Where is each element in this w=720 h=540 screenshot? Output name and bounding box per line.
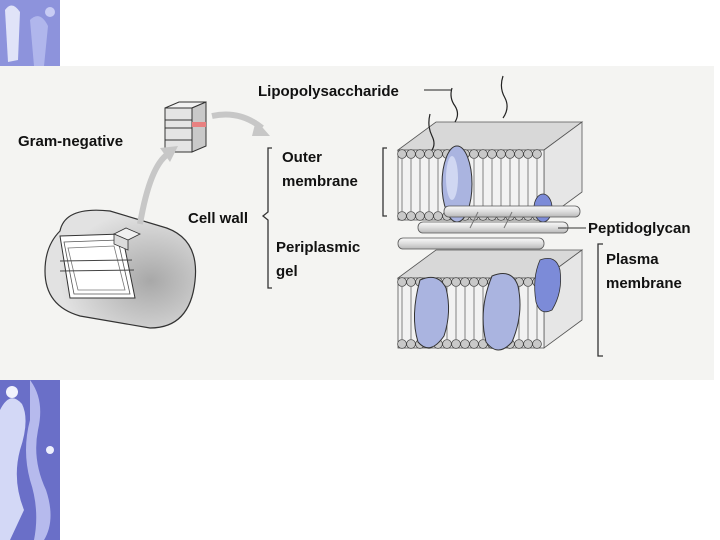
lipid-head (406, 277, 416, 287)
lipopolysaccharide-chain (428, 113, 435, 151)
lipid-head (460, 339, 470, 349)
plasma-membrane-bracket (597, 243, 603, 357)
plasma-membrane-protein (482, 273, 521, 351)
decorative-texture-top (0, 0, 60, 66)
lipid-head (406, 211, 416, 221)
lipid-head (469, 149, 479, 159)
lipid-head (406, 339, 416, 349)
decorative-texture-bottom (0, 380, 60, 540)
lipid-head (433, 149, 443, 159)
lipid-head (397, 211, 407, 221)
lipid-head (514, 149, 524, 159)
zoom-arrow-upper-head (160, 146, 178, 162)
lipid-head (424, 149, 434, 159)
label-lipopolysaccharide: Lipopolysaccharide (258, 83, 399, 100)
lipid-head (496, 149, 506, 159)
label-peptidoglycan: Peptidoglycan (588, 220, 691, 237)
wall-section-block (164, 101, 207, 153)
lipid-head (451, 277, 461, 287)
label-outer-membrane-line1: Outer (282, 149, 322, 166)
lipid-head (523, 277, 533, 287)
lipid-head (478, 277, 488, 287)
peptidoglycan-layer (397, 205, 581, 250)
plasma-membrane-protein (414, 276, 450, 349)
lipid-head (424, 211, 434, 221)
label-gram-negative: Gram-negative (18, 133, 123, 150)
label-periplasmic-line2: gel (276, 263, 298, 280)
lipid-head (415, 211, 425, 221)
lipid-head (397, 277, 407, 287)
lipid-head (451, 339, 461, 349)
lipid-head (469, 277, 479, 287)
cell-wall-bracket (261, 147, 272, 289)
lipopolysaccharide-chain (450, 87, 459, 123)
zoom-arrow-right (211, 111, 264, 131)
lipid-head (469, 339, 479, 349)
lipid-head (460, 277, 470, 287)
lipid-head (478, 149, 488, 159)
lipid-head (532, 339, 542, 349)
lipid-head (505, 149, 515, 159)
plasma-membrane-protein (534, 257, 562, 313)
lipid-head (487, 149, 497, 159)
lipid-head (532, 149, 542, 159)
label-outer-membrane-line2: membrane (282, 173, 358, 190)
lipid-head (433, 211, 443, 221)
lipid-head (523, 149, 533, 159)
lipid-head (523, 339, 533, 349)
zoom-arrow-upper (137, 151, 170, 225)
lipid-head (415, 149, 425, 159)
cell-wall-figure: Lipopolysaccharide Gram-negative Outer m… (0, 66, 714, 380)
plasma-membrane-block (396, 249, 584, 351)
bacterium-cell-illustration (44, 209, 197, 329)
diagram-canvas: Lipopolysaccharide Gram-negative Outer m… (18, 75, 691, 357)
label-plasma-membrane-line2: membrane (606, 275, 682, 292)
lipid-head (397, 149, 407, 159)
label-periplasmic-line1: Periplasmic (276, 239, 360, 256)
outer-membrane-bracket (382, 147, 387, 217)
label-cell-wall: Cell wall (188, 210, 248, 227)
lipopolysaccharide-chain (500, 75, 508, 119)
zoom-arrow-right-head (252, 120, 270, 136)
lipid-head (514, 339, 524, 349)
lipid-head (406, 149, 416, 159)
lipid-head (397, 339, 407, 349)
label-plasma-membrane-line1: Plasma (606, 251, 659, 268)
lipid-head (442, 339, 452, 349)
